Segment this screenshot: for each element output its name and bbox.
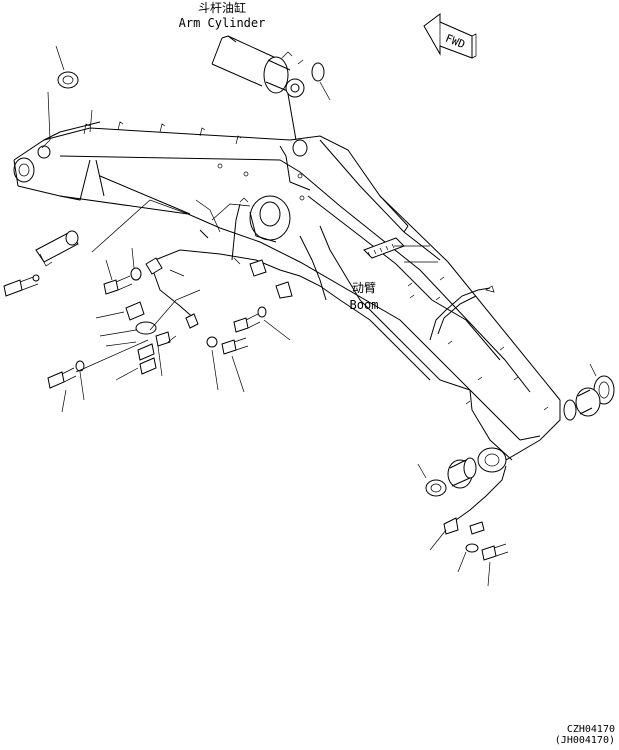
bolt-bottom-left	[47, 339, 149, 413]
boom-label-cn: 动臂	[352, 281, 376, 295]
wiring-harness	[145, 197, 431, 381]
washer-arm-cylinder-right	[311, 62, 331, 101]
arm-cylinder-label-cn: 斗杆油缸	[198, 0, 246, 15]
drawing-code-secondary: (JH004170)	[555, 735, 615, 745]
drawing-code: CZH04170	[567, 724, 615, 735]
boom-body	[13, 121, 561, 473]
arm-cylinder	[211, 35, 305, 141]
bushing-pair-left	[417, 457, 477, 497]
bolt-middle-lower	[206, 336, 249, 393]
bolt-with-washer	[103, 247, 142, 295]
bushing-pair-right	[563, 363, 615, 421]
bolt-middle-upper	[233, 306, 291, 341]
bolt-left	[3, 274, 40, 297]
boom-pin	[35, 230, 79, 267]
washer-top-left	[55, 45, 79, 89]
sensor-assembly	[95, 289, 201, 381]
forward-arrow-icon: FWD	[423, 13, 477, 59]
lower-sensor-wire	[429, 465, 509, 587]
boom-label-en: Boom	[350, 298, 379, 312]
leader-lines	[41, 91, 438, 277]
arm-cylinder-label-en: Arm Cylinder	[179, 16, 266, 30]
